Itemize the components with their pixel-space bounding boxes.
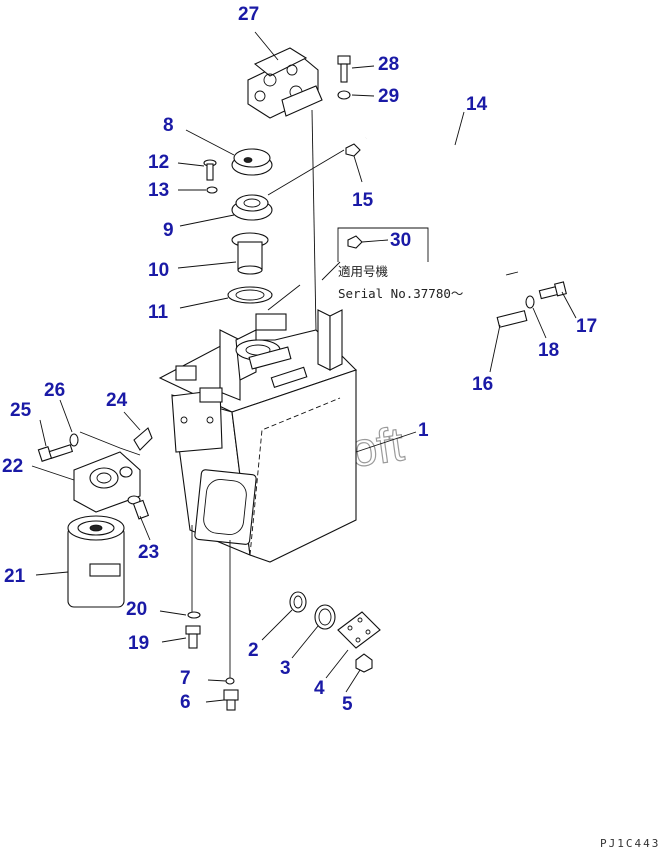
hydraulic-tank <box>158 309 358 563</box>
bolt-25 <box>37 444 74 462</box>
valve-block <box>247 47 323 119</box>
gasket-24 <box>133 427 153 451</box>
o-ring-3 <box>314 604 336 630</box>
callout-7: 7 <box>180 668 191 689</box>
callout-6: 6 <box>180 692 191 713</box>
filter-element <box>67 515 125 608</box>
callout-18: 18 <box>538 340 559 361</box>
bolt-28 <box>337 55 351 83</box>
screw-12 <box>203 159 217 181</box>
callout-19: 19 <box>128 633 149 654</box>
drawing-code: PJ1C443 <box>600 837 660 850</box>
callout-15: 15 <box>352 190 374 211</box>
filler-cap <box>231 148 273 176</box>
callout-12: 12 <box>148 152 169 173</box>
callout-29: 29 <box>378 86 399 107</box>
washer-29 <box>337 90 351 100</box>
note-japanese: 適用号機 <box>338 264 389 279</box>
callout-5: 5 <box>342 694 353 715</box>
callout-24: 24 <box>106 390 128 411</box>
drain-plug <box>223 689 239 711</box>
callout-4: 4 <box>314 678 325 699</box>
callout-28: 28 <box>378 54 399 75</box>
fitting-23 <box>127 495 150 520</box>
bolt-19 <box>185 625 201 649</box>
filler-neck <box>231 194 273 221</box>
washer-20 <box>187 611 201 619</box>
callout-8: 8 <box>163 115 174 136</box>
callout-27: 27 <box>238 4 259 25</box>
callout-23: 23 <box>138 542 159 563</box>
serial-note-box <box>337 227 429 262</box>
callout-1: 1 <box>418 420 429 441</box>
callout-26: 26 <box>44 380 65 401</box>
washer-13 <box>206 186 218 194</box>
gasket <box>227 286 273 304</box>
callout-17: 17 <box>576 316 597 337</box>
callout-11: 11 <box>148 302 169 323</box>
breather-pipe <box>363 123 528 360</box>
callout-22: 22 <box>2 456 23 477</box>
callout-2: 2 <box>248 640 259 661</box>
filter-head <box>73 451 141 513</box>
callout-16: 16 <box>472 374 493 395</box>
nut-30 <box>347 235 363 249</box>
callout-3: 3 <box>280 658 291 679</box>
nut-15 <box>345 143 361 157</box>
washer-18 <box>525 295 535 309</box>
washer-7 <box>225 677 235 685</box>
strainer <box>231 232 269 275</box>
cover-4 <box>337 611 381 649</box>
callout-30: 30 <box>390 230 411 251</box>
callout-21: 21 <box>4 566 26 587</box>
callout-13: 13 <box>148 180 169 201</box>
leader-lines <box>31 31 577 703</box>
plug-2 <box>289 591 307 613</box>
washer-26 <box>69 433 79 447</box>
callout-25: 25 <box>10 400 32 421</box>
nut-5 <box>355 653 373 673</box>
callout-14: 14 <box>466 94 488 115</box>
callout-10: 10 <box>148 260 169 281</box>
callout-numbers: 27 28 29 14 8 12 13 15 9 30 10 11 17 18 … <box>2 4 597 715</box>
bolt-17 <box>538 281 567 300</box>
callout-20: 20 <box>126 599 147 620</box>
note-serial: Serial No.37780～ <box>338 286 463 301</box>
callout-9: 9 <box>163 220 174 241</box>
